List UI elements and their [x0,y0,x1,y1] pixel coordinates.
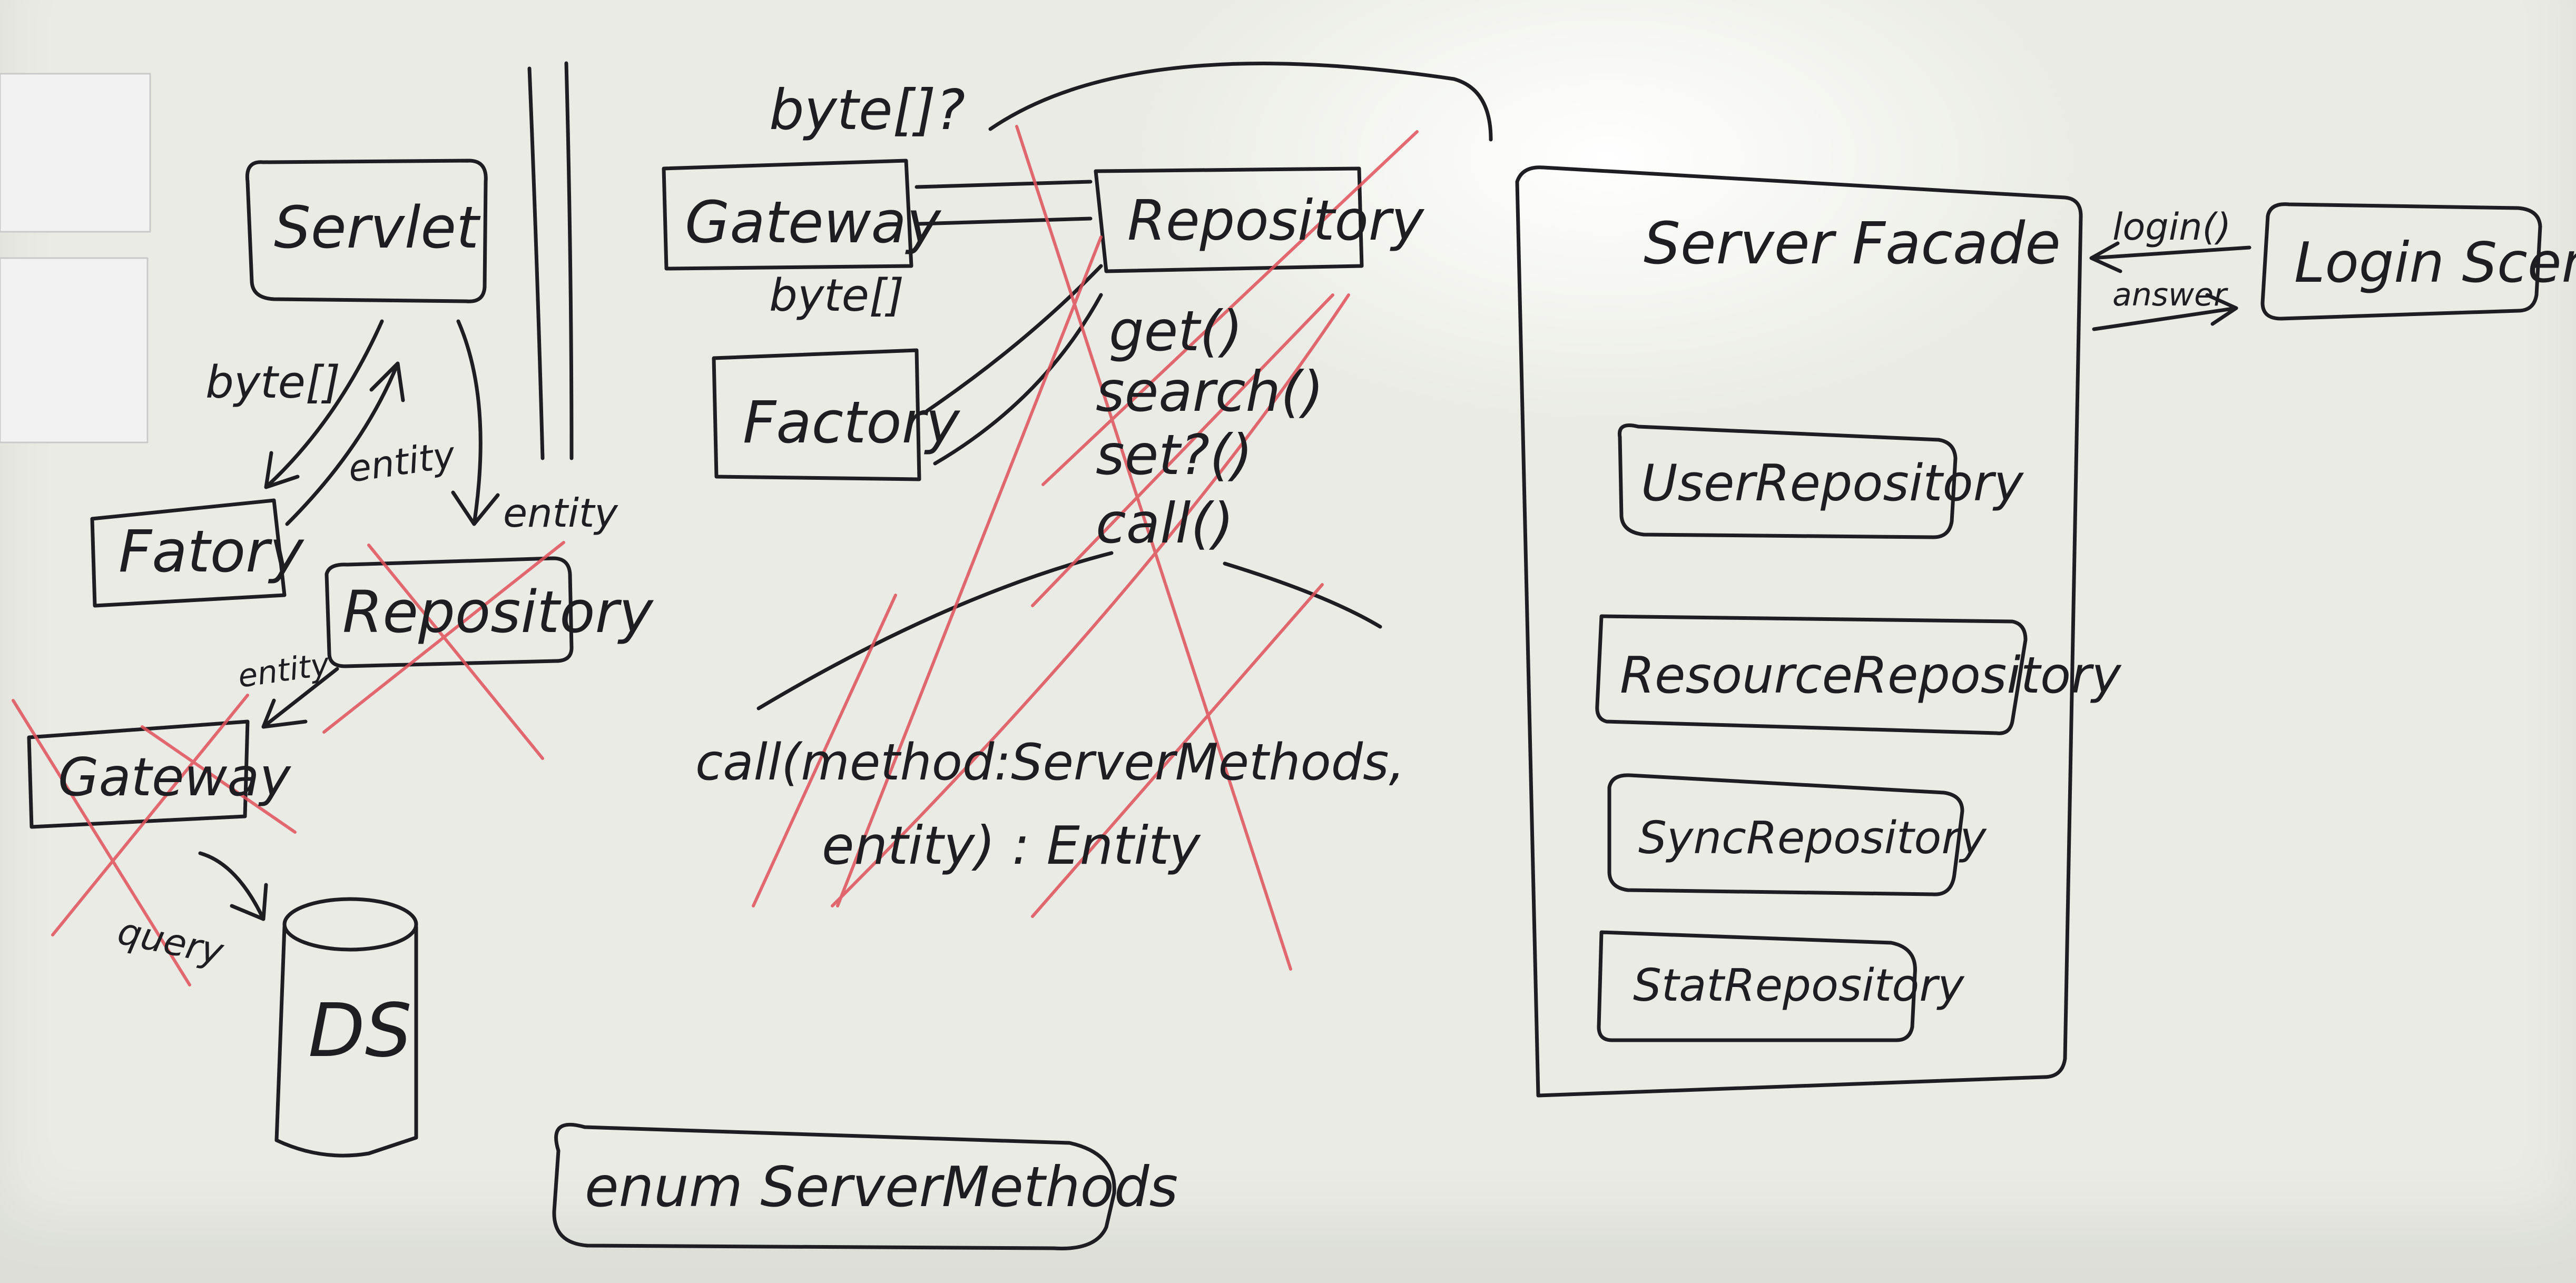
arrow-login-to-facade [2089,241,2251,273]
link-gateway-repository [915,180,1093,226]
strike-middle-d [1031,293,1334,607]
factory-middle-label: Factory [743,389,961,456]
arrow-repository-to-gateway [261,667,339,729]
server-facade-box [1515,165,2083,1098]
gateway-left-box [27,719,250,829]
divider-lines [527,61,574,460]
strike-middle-a [1015,125,1292,971]
strike-gateway-left [12,694,297,986]
call-signature-line1: call(method:ServerMethods, [695,734,1405,792]
enum-server-methods-label: enum ServerMethods [585,1155,1178,1219]
arrow-facade-to-login [2092,293,2238,331]
strike-middle-b [1041,130,1419,486]
repository-middle-box [1094,166,1364,273]
arrow-servlet-to-repository [451,319,500,526]
resource-repository-box [1595,614,2028,735]
stat-repository-box [1597,930,1917,1042]
repository-left-box [325,556,574,668]
fan-curve-right [1223,561,1382,629]
gateway-middle-label: Gateway [685,189,942,256]
server-facade-title: Server Facade [1644,210,2061,277]
byte-bottom-label: byte[] [769,270,904,322]
sync-repository-box [1607,773,1964,896]
servlet-box [245,159,488,303]
method-set: set?() [1096,423,1253,487]
strike-middle-g [1031,583,1324,918]
gateway-left-label: Gateway [58,746,292,808]
arrow-factory-to-servlet [285,361,405,526]
servlet-label: Servlet [274,194,481,261]
pinned-paper-top [0,73,151,233]
method-get: get() [1109,299,1243,363]
factory-left-label: Fatory [119,518,304,585]
resource-repository-label: ResourceRepository [1620,647,2122,705]
fan-curve-left [756,551,1114,710]
entity-label-down: entity [503,490,618,536]
pinned-paper-bottom [0,257,149,443]
query-label: query [114,909,228,974]
arrow-servlet-to-factory [264,319,384,489]
enum-box [552,1122,1116,1250]
method-call: call() [1096,491,1234,556]
strike-repository-left [322,541,565,760]
arrow-gateway-to-datastore [198,851,268,921]
top-curve [988,62,1493,142]
login-scene-label: Login Scene [2294,231,2576,295]
datastore-label: DS [308,988,412,1074]
call-signature-line2: entity) : Entity [822,815,1201,876]
factory-middle-box [712,348,921,481]
repository-middle-label: Repository [1127,189,1425,253]
strike-middle-c [836,235,1103,907]
sync-repository-label: SyncRepository [1638,812,1987,864]
entity-label-up: entity [346,433,458,491]
strike-middle-f [752,594,897,907]
strike-middle-e [831,293,1350,907]
gateway-middle-box [662,159,913,271]
datastore-cylinder [274,897,418,1158]
answer-arrow-label: answer [2112,277,2228,313]
stat-repository-label: StatRepository [1633,960,1965,1012]
user-repository-label: UserRepository [1641,455,2024,512]
login-scene-box [2260,202,2542,321]
entity-label-gateway: entity [235,646,332,695]
login-arrow-label: login() [2112,205,2231,249]
factory-left-box [90,498,287,608]
user-repository-box [1617,423,1958,539]
method-search: search() [1096,360,1324,424]
byte-top-label: byte[]? [769,78,965,142]
repository-left-label: Repository [342,578,654,646]
bytes-label-left: byte[] [205,357,340,409]
